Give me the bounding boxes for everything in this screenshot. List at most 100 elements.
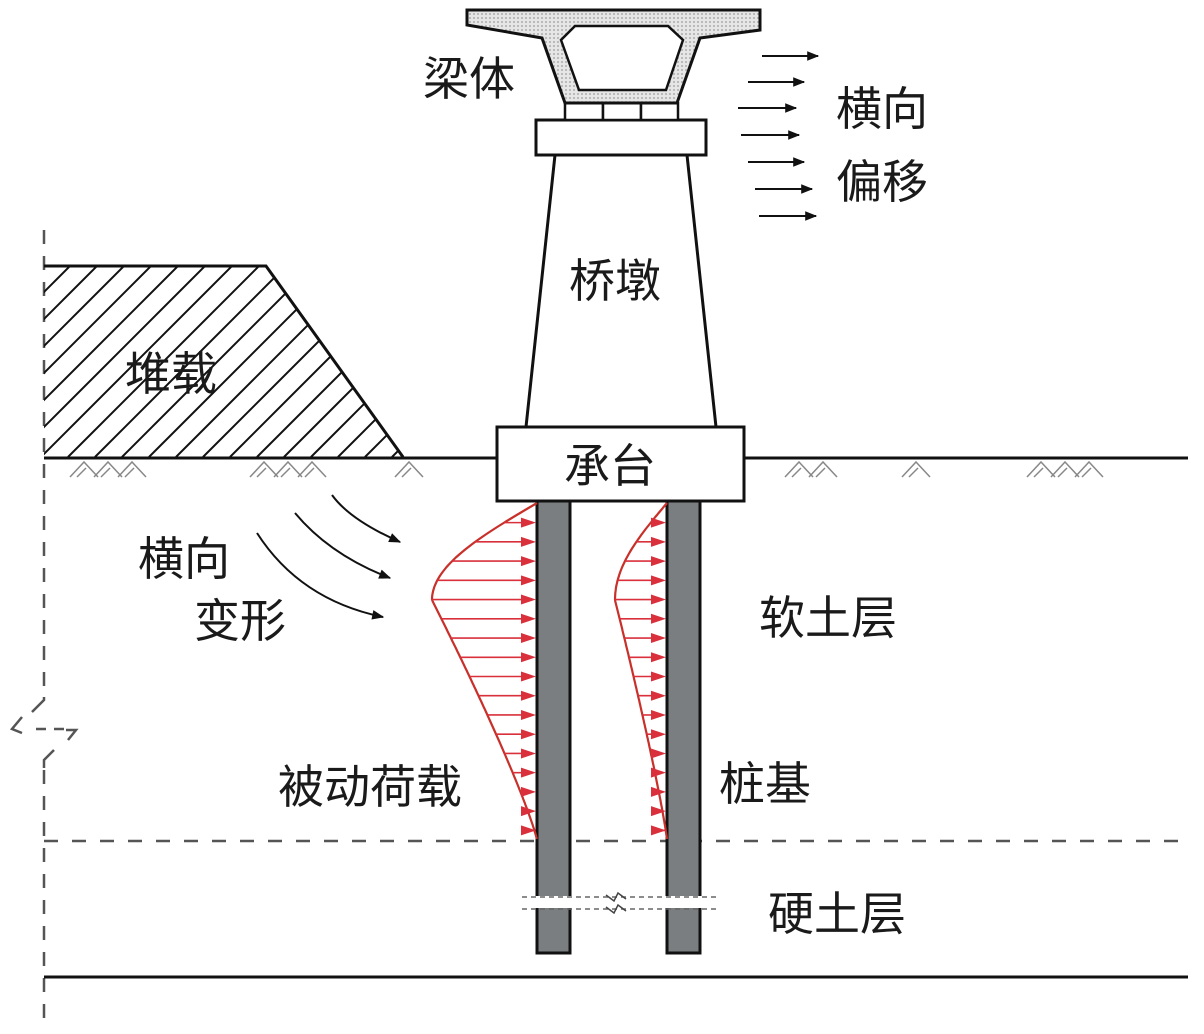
- ground-mark: [256, 467, 267, 478]
- hatch-line: [44, 266, 107, 457]
- load-arrow-head: [521, 709, 536, 720]
- ground-mark: [273, 460, 303, 478]
- hatch-line: [44, 266, 215, 457]
- ground-mark: [76, 467, 87, 478]
- load-arrow-head: [521, 594, 536, 605]
- load-arrow-head: [521, 671, 536, 682]
- load-curve: [613, 502, 668, 840]
- label-hard-soil: 硬土层: [768, 887, 906, 941]
- load-arrow-head: [521, 575, 536, 586]
- load-arrow-head: [651, 825, 666, 836]
- load-arrow-head: [521, 613, 536, 624]
- ground-mark: [401, 467, 412, 478]
- load-arrow-head: [651, 613, 666, 624]
- hatch-line: [202, 266, 403, 457]
- pier-cap: [534, 118, 708, 157]
- load-arrow-head: [651, 536, 666, 547]
- ground-mark: [117, 460, 147, 478]
- hatch-line: [44, 266, 80, 457]
- load-arrow-head: [521, 690, 536, 701]
- ground-mark: [297, 460, 327, 478]
- hatch-line: [283, 266, 403, 457]
- load-arrow-head: [651, 690, 666, 701]
- load-arrow-head: [521, 556, 536, 567]
- lateral-offset-arrows: [738, 51, 820, 221]
- load-arrow-head: [521, 633, 536, 644]
- pile-cap: [495, 425, 746, 503]
- label-pile: 桩基: [719, 757, 811, 811]
- hatch-line: [44, 266, 161, 457]
- label-lateral-offset-2: 偏移: [836, 155, 928, 209]
- load-arrow-head: [521, 786, 536, 797]
- label-lateral-deform-1: 横向: [138, 532, 230, 586]
- load-arrow-head: [521, 517, 536, 528]
- label-surcharge: 堆载: [125, 347, 217, 401]
- label-lateral-deform-2: 变形: [194, 594, 286, 648]
- passive-load-right: [613, 502, 668, 840]
- label-pile-cap: 承台: [564, 439, 656, 493]
- load-arrow-head: [651, 556, 666, 567]
- ground-mark: [1033, 467, 1044, 478]
- ground-mark: [1026, 460, 1056, 478]
- load-arrow-head: [521, 536, 536, 547]
- load-arrow-head: [651, 709, 666, 720]
- deform-arrow: [294, 512, 392, 579]
- bearings: [563, 101, 680, 122]
- load-arrow-head: [521, 806, 536, 817]
- load-arrow-head: [521, 767, 536, 778]
- label-lateral-offset-1: 横向: [836, 82, 928, 136]
- load-arrow-head: [651, 729, 666, 740]
- ground-mark: [93, 460, 123, 478]
- pile-left: [535, 498, 572, 955]
- load-arrow-head: [651, 594, 666, 605]
- ground-hatch-marks: [69, 460, 1104, 478]
- hatch-line: [337, 266, 403, 457]
- load-arrow-head: [651, 767, 666, 778]
- hatch-line: [256, 266, 403, 457]
- load-curve: [430, 502, 538, 840]
- ground-mark: [808, 460, 838, 478]
- deform-arrow: [256, 532, 385, 620]
- ground-mark: [901, 460, 931, 478]
- hatch-line: [310, 266, 403, 457]
- passive-load-left: [430, 502, 538, 840]
- ground-mark: [280, 467, 291, 478]
- ground-mark: [394, 460, 424, 478]
- box-girder: [465, 8, 762, 105]
- hatch-line: [94, 266, 296, 457]
- load-arrow-head: [651, 633, 666, 644]
- lateral-deformation-arrows: [256, 494, 402, 620]
- load-arrow-head: [651, 786, 666, 797]
- ground-mark: [249, 460, 279, 478]
- hatch-line: [0, 257, 25, 457]
- label-girder: 梁体: [423, 52, 515, 106]
- ground-mark: [1057, 467, 1068, 478]
- ground-mark: [1050, 460, 1080, 478]
- load-arrow-head: [651, 517, 666, 528]
- ground-mark: [784, 460, 814, 478]
- ground-mark: [124, 467, 135, 478]
- load-arrow-head: [651, 806, 666, 817]
- load-arrow-head: [521, 748, 536, 759]
- ground-mark: [908, 467, 919, 478]
- load-arrow-head: [651, 652, 666, 663]
- left-boundary: [9, 230, 79, 1020]
- load-arrow-head: [521, 729, 536, 740]
- label-passive-load: 被动荷载: [278, 760, 462, 814]
- ground-mark: [815, 467, 826, 478]
- ground-mark: [791, 467, 802, 478]
- label-soft-soil: 软土层: [759, 591, 897, 645]
- ground-mark: [1081, 467, 1092, 478]
- hatch-line: [67, 266, 269, 457]
- piles: [520, 498, 720, 955]
- hatch-line: [44, 266, 188, 457]
- load-arrow-head: [521, 825, 536, 836]
- hatch-line: [44, 266, 134, 457]
- label-pier: 桥墩: [569, 254, 661, 308]
- load-arrow-head: [651, 575, 666, 586]
- ground-surface: [44, 456, 1188, 478]
- ground-mark: [69, 460, 99, 478]
- hatch-line: [44, 266, 242, 457]
- load-arrow-head: [521, 652, 536, 663]
